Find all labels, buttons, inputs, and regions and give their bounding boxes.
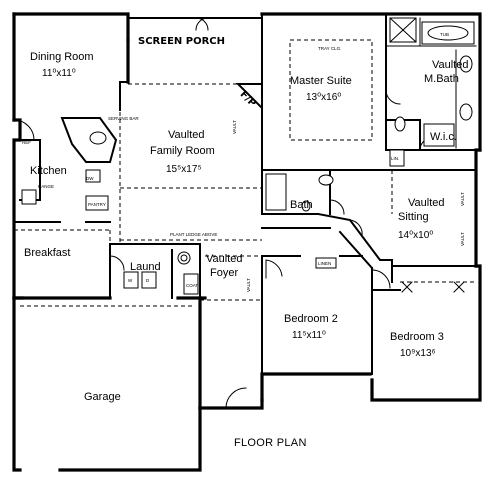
washer-note: W <box>128 278 133 283</box>
pantry-fixture <box>85 195 109 211</box>
floor-plan-title: FLOOR PLAN <box>234 437 307 449</box>
range-fixture <box>21 189 37 205</box>
family-room-dim: 15⁵x17⁵ <box>166 164 202 175</box>
fireplace-label: F/P <box>238 89 258 109</box>
tray-ceiling-note: TRAY CLG. <box>318 46 341 51</box>
linen-note: LINEN <box>318 261 331 266</box>
sitting-label-2: Sitting <box>398 211 429 223</box>
foyer-label-2: Foyer <box>210 267 238 279</box>
master-suite-label: Master Suite <box>290 75 352 87</box>
laundry-label: Laund <box>130 261 161 273</box>
bedroom-2-dim: 11⁵x11⁰ <box>292 330 326 341</box>
bedroom-3-dim: 10⁹x13⁶ <box>400 348 436 359</box>
dining-room-label: Dining Room <box>30 51 94 63</box>
tub-note: TUB <box>440 32 449 37</box>
vault-note-foyer: VAULT <box>246 278 251 292</box>
ref-note: REF <box>22 140 31 145</box>
kitchen-label: Kitchen <box>30 165 67 177</box>
doors <box>13 17 465 409</box>
sitting-dim: 14⁰x10⁰ <box>398 230 433 241</box>
annotation-labels: TRAY CLG. SERVING BAR PLANT LEDGE ABOVE … <box>22 32 465 292</box>
bath-tub-fixture <box>265 173 287 211</box>
vault-note-sitting: VAULT <box>460 192 465 206</box>
vault-note-family: VAULT <box>232 120 237 134</box>
vault-note-sitting-2: VAULT <box>460 232 465 246</box>
linen-note-2: LIN. <box>391 156 399 161</box>
serving-bar-note: SERVING BAR <box>108 116 139 121</box>
bedroom-3-label: Bedroom 3 <box>390 331 444 343</box>
interior-walls <box>13 13 481 375</box>
wic-label: W.i.c. <box>430 131 457 143</box>
garage-label: Garage <box>84 391 121 403</box>
screen-porch-label: SCREEN PORCH <box>138 36 225 47</box>
mbath-label-2: M.Bath <box>424 73 459 85</box>
foyer-label-1: Vaulted <box>206 253 243 265</box>
dining-room-dim: 11⁰x11⁰ <box>42 68 76 79</box>
room-labels: Dining Room 11⁰x11⁰ Kitchen Breakfast Va… <box>24 36 469 449</box>
dw-note: DW <box>86 176 94 181</box>
dishwasher-fixture <box>85 169 101 183</box>
fixtures <box>19 17 475 295</box>
breakfast-label: Breakfast <box>24 247 70 259</box>
range-note: RANGE <box>38 184 54 189</box>
family-room-label-1: Vaulted <box>168 129 205 141</box>
master-suite-dim: 13⁰x16⁰ <box>306 92 341 103</box>
family-room-label-2: Family Room <box>150 145 215 157</box>
bath-label: Bath <box>290 199 313 211</box>
bedroom-2-label: Bedroom 2 <box>284 313 338 325</box>
mbath-label-1: Vaulted <box>432 59 469 71</box>
plant-ledge-note: PLANT LEDGE ABOVE <box>170 232 217 237</box>
pantry-note: PANTRY <box>88 202 106 207</box>
dryer-note: D <box>146 278 150 283</box>
coat-note: COAT <box>186 283 198 288</box>
sitting-label-1: Vaulted <box>408 197 445 209</box>
kitchen-sink <box>89 131 107 145</box>
